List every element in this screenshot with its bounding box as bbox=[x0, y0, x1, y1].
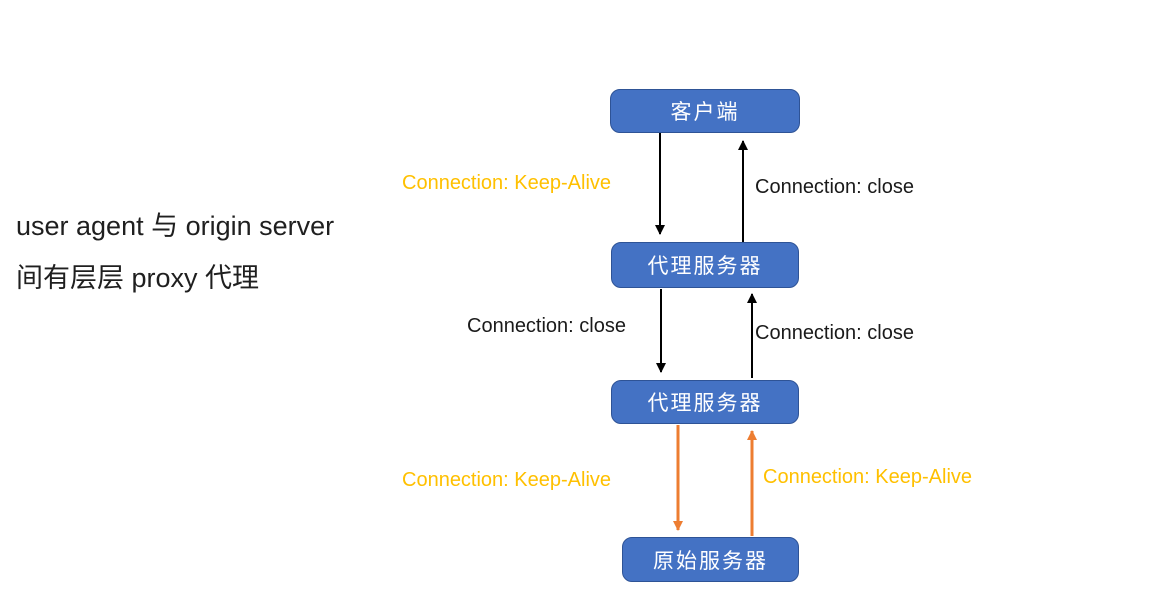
label-close-proxy1-to-proxy2: Connection: close bbox=[467, 315, 626, 337]
side-note-line-1: user agent 与 origin server bbox=[16, 211, 335, 241]
node-proxy-server-1-label: 代理服务器 bbox=[647, 255, 763, 278]
label-keep-alive-client-to-proxy1: Connection: Keep-Alive bbox=[402, 172, 612, 194]
node-origin-server: 原始服务器 bbox=[622, 537, 799, 582]
node-client: 客户端 bbox=[610, 89, 800, 133]
node-origin-server-label: 原始服务器 bbox=[653, 549, 768, 573]
label-close-proxy2-to-proxy1: Connection: close bbox=[755, 322, 914, 344]
node-proxy-server-2: 代理服务器 bbox=[611, 380, 799, 424]
side-note: user agent 与 origin server 间有层层 proxy 代理 bbox=[16, 200, 334, 304]
node-client-label: 客户端 bbox=[670, 101, 740, 124]
label-close-proxy1-to-client: Connection: close bbox=[755, 176, 914, 198]
label-keep-alive-proxy2-to-origin: Connection: Keep-Alive bbox=[402, 469, 612, 491]
label-keep-alive-origin-to-proxy2: Connection: Keep-Alive bbox=[763, 466, 973, 488]
node-proxy-server-1: 代理服务器 bbox=[611, 242, 799, 288]
side-note-line-2: 间有层层 proxy 代理 bbox=[16, 263, 260, 293]
node-proxy-server-2-label: 代理服务器 bbox=[647, 392, 763, 415]
